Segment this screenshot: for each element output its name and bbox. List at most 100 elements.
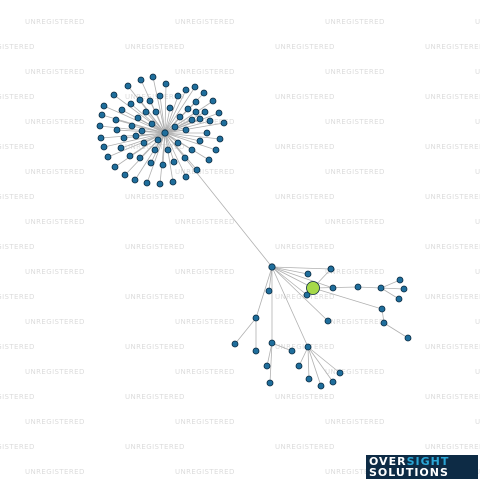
- graph-node[interactable]: [98, 111, 106, 119]
- graph-node[interactable]: [118, 106, 126, 114]
- graph-node[interactable]: [100, 102, 108, 110]
- graph-node[interactable]: [231, 340, 239, 348]
- graph-node[interactable]: [166, 104, 174, 112]
- graph-node[interactable]: [156, 92, 164, 100]
- graph-node[interactable]: [192, 108, 200, 116]
- graph-node[interactable]: [212, 146, 220, 154]
- graph-node[interactable]: [132, 132, 140, 140]
- graph-node[interactable]: [147, 159, 155, 167]
- graph-node[interactable]: [329, 284, 337, 292]
- graph-node[interactable]: [209, 97, 217, 105]
- graph-node[interactable]: [265, 287, 273, 295]
- graph-node[interactable]: [159, 161, 167, 169]
- graph-node[interactable]: [288, 347, 296, 355]
- graph-node[interactable]: [206, 117, 214, 125]
- graph-node[interactable]: [193, 166, 201, 174]
- graph-node[interactable]: [396, 276, 404, 284]
- focus-node[interactable]: [306, 281, 320, 295]
- graph-node[interactable]: [131, 176, 139, 184]
- graph-node[interactable]: [126, 152, 134, 160]
- graph-node[interactable]: [404, 334, 412, 342]
- graph-node[interactable]: [188, 146, 196, 154]
- graph-node[interactable]: [324, 317, 332, 325]
- graph-node[interactable]: [329, 378, 337, 386]
- graph-node[interactable]: [137, 76, 145, 84]
- graph-node[interactable]: [192, 98, 200, 106]
- graph-node[interactable]: [400, 285, 408, 293]
- graph-node[interactable]: [182, 86, 190, 94]
- graph-node[interactable]: [110, 91, 118, 99]
- graph-node[interactable]: [152, 108, 160, 116]
- graph-node[interactable]: [113, 126, 121, 134]
- graph-node[interactable]: [378, 305, 386, 313]
- graph-node[interactable]: [138, 127, 146, 135]
- graph-node[interactable]: [148, 120, 156, 128]
- graph-node[interactable]: [205, 156, 213, 164]
- graph-node[interactable]: [395, 295, 403, 303]
- graph-node[interactable]: [215, 109, 223, 117]
- graph-node[interactable]: [121, 171, 129, 179]
- graph-node[interactable]: [196, 115, 204, 123]
- graph-node[interactable]: [184, 105, 192, 113]
- graph-node[interactable]: [200, 89, 208, 97]
- graph-node[interactable]: [143, 179, 151, 187]
- graph-node[interactable]: [97, 134, 105, 142]
- graph-node[interactable]: [128, 122, 136, 130]
- graph-node[interactable]: [142, 108, 150, 116]
- graph-node[interactable]: [216, 135, 224, 143]
- graph-node[interactable]: [164, 146, 172, 154]
- graph-node[interactable]: [111, 163, 119, 171]
- graph-node[interactable]: [120, 134, 128, 142]
- graph-node[interactable]: [156, 180, 164, 188]
- graph-node[interactable]: [169, 178, 177, 186]
- graph-node[interactable]: [182, 173, 190, 181]
- graph-node[interactable]: [377, 284, 385, 292]
- graph-node[interactable]: [263, 362, 271, 370]
- graph-node[interactable]: [220, 119, 228, 127]
- graph-node[interactable]: [266, 379, 274, 387]
- hub-node[interactable]: [161, 129, 169, 137]
- graph-node[interactable]: [252, 314, 260, 322]
- graph-node[interactable]: [304, 343, 312, 351]
- graph-node[interactable]: [354, 283, 362, 291]
- graph-node[interactable]: [117, 144, 125, 152]
- graph-node[interactable]: [181, 154, 189, 162]
- graph-node[interactable]: [100, 143, 108, 151]
- graph-node[interactable]: [295, 362, 303, 370]
- graph-node[interactable]: [170, 158, 178, 166]
- graph-node[interactable]: [196, 137, 204, 145]
- graph-node[interactable]: [201, 108, 209, 116]
- graph-node[interactable]: [146, 97, 154, 105]
- graph-node[interactable]: [317, 382, 325, 390]
- graph-node[interactable]: [176, 113, 184, 121]
- graph-node[interactable]: [203, 129, 211, 137]
- graph-node[interactable]: [104, 153, 112, 161]
- graph-node[interactable]: [154, 136, 162, 144]
- graph-node[interactable]: [96, 122, 104, 130]
- graph-node[interactable]: [136, 96, 144, 104]
- graph-node[interactable]: [252, 347, 260, 355]
- graph-node[interactable]: [174, 139, 182, 147]
- graph-node[interactable]: [171, 123, 179, 131]
- graph-node[interactable]: [380, 319, 388, 327]
- graph-node[interactable]: [151, 146, 159, 154]
- graph-node[interactable]: [304, 270, 312, 278]
- graph-node[interactable]: [336, 369, 344, 377]
- graph-node[interactable]: [136, 154, 144, 162]
- graph-node[interactable]: [162, 80, 170, 88]
- hub-node[interactable]: [268, 263, 276, 271]
- graph-node[interactable]: [127, 100, 135, 108]
- graph-node[interactable]: [191, 83, 199, 91]
- graph-node[interactable]: [134, 114, 142, 122]
- graph-node[interactable]: [174, 92, 182, 100]
- graph-node[interactable]: [182, 126, 190, 134]
- graph-node[interactable]: [124, 82, 132, 90]
- graph-node[interactable]: [112, 116, 120, 124]
- graph-node[interactable]: [305, 375, 313, 383]
- graph-node[interactable]: [268, 339, 276, 347]
- graph-node[interactable]: [188, 116, 196, 124]
- graph-node[interactable]: [327, 265, 335, 273]
- graph-node[interactable]: [149, 73, 157, 81]
- graph-node[interactable]: [303, 291, 311, 299]
- graph-node[interactable]: [140, 139, 148, 147]
